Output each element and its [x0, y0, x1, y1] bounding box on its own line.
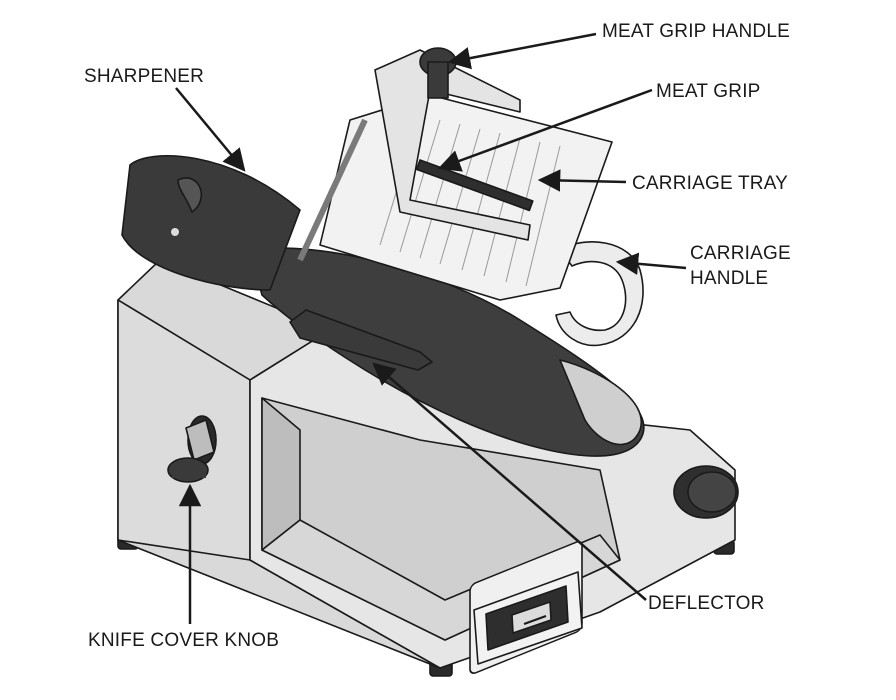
arrow-meat-grip: [437, 88, 653, 172]
power-switch: [473, 571, 583, 665]
label-carriage-handle-line1: CARRIAGE: [690, 243, 791, 264]
sharpener-part: [121, 154, 301, 291]
label-knife-cover-knob: KNIFE COVER KNOB: [88, 630, 279, 651]
arrow-carriage-handle: [615, 252, 687, 275]
label-meat-grip-handle: MEAT GRIP HANDLE: [602, 21, 790, 42]
label-carriage-tray: CARRIAGE TRAY: [632, 173, 788, 194]
label-meat-grip: MEAT GRIP: [656, 81, 761, 102]
leader-lines: [175, 32, 687, 624]
deflector-part: [289, 309, 433, 371]
arrow-sharpener: [175, 87, 246, 172]
label-deflector: DEFLECTOR: [648, 593, 765, 614]
meat-grip-handle-part: [419, 47, 457, 99]
label-carriage-handle-line2: HANDLE: [690, 268, 768, 289]
slicer-illustration: [117, 47, 739, 677]
blade-ring: [559, 359, 643, 446]
slide-rod: [297, 118, 368, 262]
arrow-deflector: [372, 362, 647, 601]
knife-cover-knob: [167, 415, 217, 483]
meat-grip-part: [374, 49, 531, 241]
arrow-carriage-tray: [537, 169, 627, 192]
label-sharpener: SHARPENER: [84, 66, 204, 87]
meat-grip-teeth: [415, 159, 534, 212]
arrow-meat-grip-handle: [447, 32, 597, 70]
thickness-knob: [673, 465, 739, 519]
